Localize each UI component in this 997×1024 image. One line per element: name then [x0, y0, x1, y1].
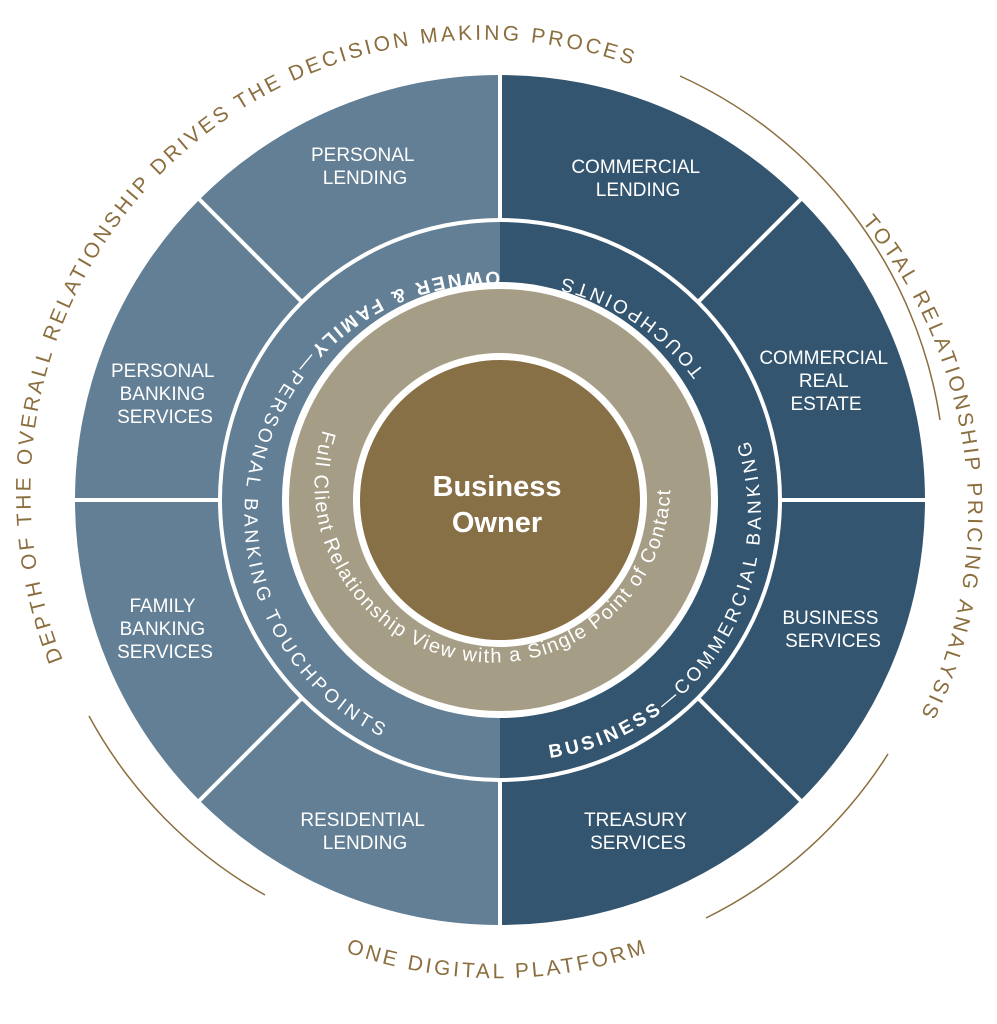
label-residential-lending: RESIDENTIAL LENDING	[300, 810, 429, 854]
label-personal-banking-services: PERSONAL BANKING SERVICES	[111, 361, 219, 428]
center-title-line1: Business	[433, 471, 562, 503]
label-business-services: BUSINESS SERVICES	[782, 608, 883, 652]
label-family-banking-services: FAMILY BANKING SERVICES	[117, 596, 213, 663]
label-commercial-lending: COMMERCIAL LENDING	[571, 157, 704, 201]
gold-arc-bottom-right	[705, 753, 889, 919]
center-circle	[360, 360, 640, 640]
gold-arc-bottom-left	[88, 715, 266, 896]
label-personal-lending: PERSONAL LENDING	[311, 145, 419, 189]
center-title-line2: Owner	[452, 507, 542, 539]
outer-caption-platform: ONE DIGITAL PLATFORM	[344, 935, 651, 983]
gold-arc-top-right	[679, 75, 941, 421]
label-treasury-services: TREASURY SERVICES	[584, 810, 692, 854]
segment-labels: PERSONAL LENDING PERSONAL BANKING SERVIC…	[111, 145, 892, 854]
label-commercial-real-estate: COMMERCIAL REAL ESTATE	[759, 348, 892, 415]
